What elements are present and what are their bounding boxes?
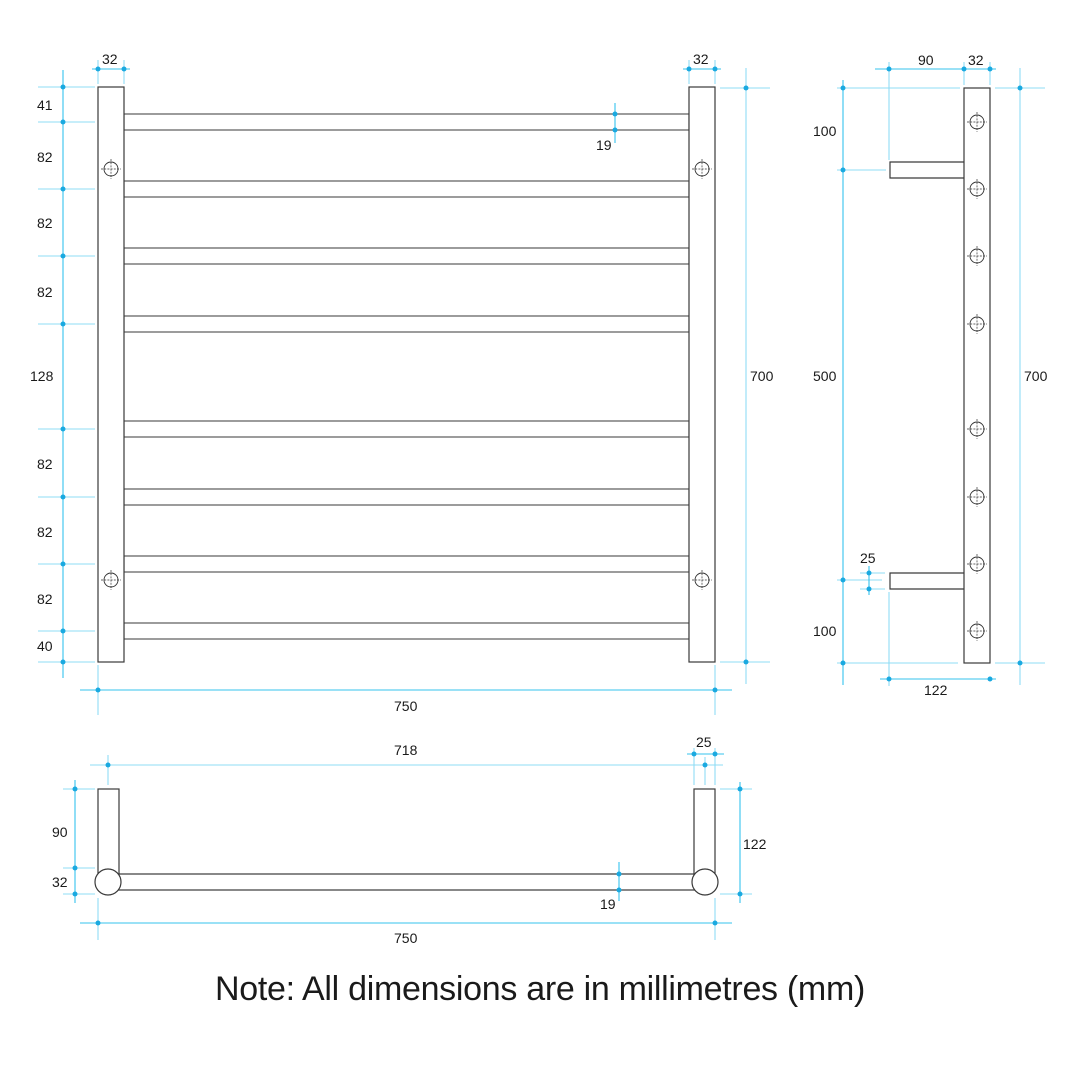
dim-label: 718 (394, 742, 418, 758)
front-view: 41 82 82 82 128 82 82 82 40 32 32 (30, 51, 774, 715)
mounting-hole-icon (692, 159, 712, 179)
dim-label: 100 (813, 623, 837, 639)
upright-depth-dimension: 25 (687, 734, 724, 785)
rail-thickness-dimension: 19 (596, 103, 618, 153)
top-left-dimension: 90 32 (52, 780, 95, 903)
mounting-hole-icon (967, 246, 987, 266)
top-right-bracket (693, 788, 716, 878)
mounting-hole-icon (967, 179, 987, 199)
bottom-bracket (889, 572, 973, 590)
dim-label: 100 (813, 123, 837, 139)
top-rail-thickness-dimension: 19 (600, 862, 622, 912)
side-upright (963, 87, 991, 664)
front-width-dimension: 750 (80, 665, 732, 715)
front-height-dimension: 700 (720, 68, 774, 684)
dim-label: 82 (37, 524, 53, 540)
mounting-hole-icon (101, 570, 121, 590)
dim-label: 128 (30, 368, 54, 384)
top-depth-dimension: 122 (720, 782, 767, 903)
side-depth-dimension: 122 (880, 592, 996, 698)
dim-label: 90 (918, 52, 934, 68)
top-left-bracket (97, 788, 120, 878)
side-view: 90 32 100 500 100 25 (813, 52, 1048, 698)
units-note: Note: All dimensions are in millimetres … (215, 970, 865, 1008)
dim-label: 750 (394, 930, 418, 946)
front-spacing-dimension: 41 82 82 82 128 82 82 82 40 (30, 70, 95, 678)
mounting-hole-icon (967, 621, 987, 641)
dim-label: 122 (924, 682, 948, 698)
upright-width-dimension-right: 32 (683, 51, 721, 84)
mounting-hole-icon (692, 570, 712, 590)
top-width-dimension: 750 (80, 898, 732, 946)
side-height-dimension: 700 (995, 68, 1048, 685)
upright-width-dimension-left: 32 (92, 51, 130, 84)
top-view: 718 25 90 32 (52, 734, 767, 946)
dim-label: 700 (1024, 368, 1048, 384)
left-upright-circle (94, 868, 122, 896)
mounting-hole-icon (967, 314, 987, 334)
dim-label: 90 (52, 824, 68, 840)
dim-label: 700 (750, 368, 774, 384)
dim-label: 82 (37, 215, 53, 231)
dim-label: 25 (860, 550, 876, 566)
dim-label: 82 (37, 284, 53, 300)
dim-label: 19 (600, 896, 616, 912)
right-upright (688, 86, 716, 663)
rails (123, 113, 690, 640)
mounting-hole-icon (967, 112, 987, 132)
top-rail (107, 873, 706, 891)
right-upright-circle (691, 868, 719, 896)
inner-span-dimension: 718 (90, 742, 723, 785)
dim-label: 41 (37, 97, 53, 113)
dim-label: 82 (37, 591, 53, 607)
dim-label: 750 (394, 698, 418, 714)
dim-label: 19 (596, 137, 612, 153)
top-bracket (889, 161, 973, 179)
mounting-hole-icon (967, 419, 987, 439)
dim-label: 32 (968, 52, 984, 68)
mounting-hole-icon (967, 487, 987, 507)
dim-label: 32 (52, 874, 68, 890)
side-top-dimension: 90 32 (875, 52, 996, 160)
dim-label: 25 (696, 734, 712, 750)
dim-label: 500 (813, 368, 837, 384)
bracket-thickness-dimension: 25 (860, 550, 885, 595)
left-upright (97, 86, 125, 663)
dim-label: 40 (37, 638, 53, 654)
mounting-hole-icon (967, 554, 987, 574)
side-vertical-dimension: 100 500 100 (813, 80, 960, 685)
dim-label: 32 (102, 51, 118, 67)
dim-label: 32 (693, 51, 709, 67)
dim-label: 82 (37, 149, 53, 165)
dim-label: 122 (743, 836, 767, 852)
dim-label: 82 (37, 456, 53, 472)
mounting-hole-icon (101, 159, 121, 179)
